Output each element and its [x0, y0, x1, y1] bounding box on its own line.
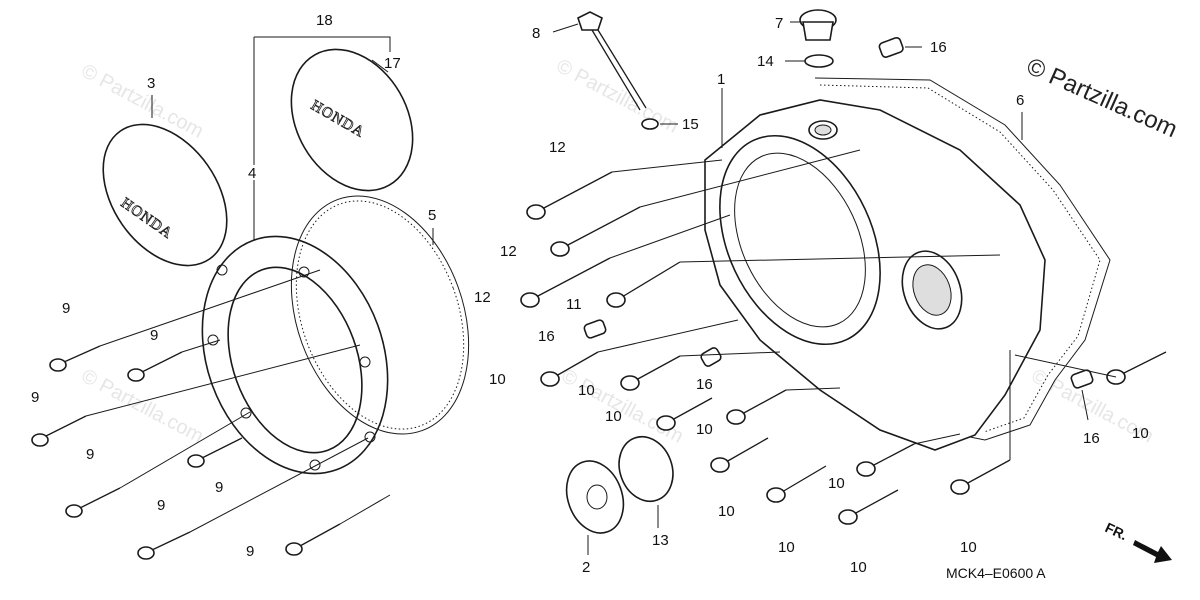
bolt-10	[710, 437, 769, 473]
callout-10: 10	[605, 408, 622, 425]
callout-9: 9	[150, 327, 158, 344]
dowels-16	[583, 36, 1094, 421]
callout-12: 12	[474, 289, 491, 306]
callout-2: 2	[582, 559, 590, 576]
bolt-10	[1106, 351, 1167, 385]
callout-8: 8	[532, 25, 540, 42]
callout-9: 9	[31, 389, 39, 406]
diagram-code: MCK4–E0600 A	[946, 565, 1046, 581]
fr-label: FR.	[1103, 519, 1130, 543]
callout-10: 10	[1132, 425, 1149, 442]
part-4-ring	[201, 235, 389, 475]
bolt	[31, 415, 87, 447]
watermark-faint: © Partzilla.com	[553, 55, 682, 138]
callout-10: 10	[718, 503, 735, 520]
bolt-10	[856, 443, 915, 477]
part-5-gasket	[290, 195, 470, 435]
bolt-12	[520, 257, 611, 308]
front-direction-arrow: FR.	[1103, 519, 1172, 563]
callout-17: 17	[384, 55, 401, 72]
bolt-10	[726, 389, 787, 425]
callout-6: 6	[1016, 92, 1024, 109]
bolt-10	[950, 459, 1011, 495]
bolt-10	[656, 397, 713, 431]
bolts-right	[520, 149, 1167, 525]
callout-13: 13	[652, 532, 669, 549]
callout-1: 1	[717, 71, 725, 88]
callout-10: 10	[489, 371, 506, 388]
callout-9: 9	[215, 479, 223, 496]
callout-12: 12	[500, 243, 517, 260]
bolt	[49, 345, 101, 372]
callout-16: 16	[538, 328, 555, 345]
callout-5: 5	[428, 207, 436, 224]
bolt-12	[550, 206, 641, 257]
callout-12: 12	[549, 139, 566, 156]
callout-9: 9	[62, 300, 70, 317]
bolt	[285, 523, 341, 556]
bolt-10	[766, 465, 827, 503]
callout-10: 10	[850, 559, 867, 576]
callout-9: 9	[157, 497, 165, 514]
callout-16: 16	[930, 39, 947, 56]
callout-11: 11	[566, 296, 582, 313]
callouts: 18 17 3 4 5 9 9 9 9 9 9 9 8 7 14 16 6 1 …	[31, 12, 1149, 576]
callout-4: 4	[248, 165, 256, 182]
bracket-18	[253, 36, 391, 165]
part-7-cap	[790, 9, 837, 41]
part-2-plug	[565, 460, 625, 555]
part-13-oring	[618, 435, 674, 528]
callout-16: 16	[1083, 430, 1100, 447]
callout-16: 16	[696, 376, 713, 393]
part-6-gasket	[814, 77, 1111, 441]
callout-10: 10	[778, 539, 795, 556]
part-14-oring	[785, 54, 834, 68]
callout-10: 10	[960, 539, 977, 556]
bolt-10	[540, 351, 599, 387]
part-15-oring	[641, 118, 678, 130]
callout-10: 10	[696, 421, 713, 438]
bolt	[137, 531, 191, 560]
callout-7: 7	[775, 15, 783, 32]
bolt-12	[526, 171, 613, 220]
callout-10: 10	[828, 475, 845, 492]
bolt	[187, 437, 243, 468]
watermark-faint: © Partzilla.com	[558, 365, 687, 448]
bolts-9	[31, 269, 391, 560]
callout-10: 10	[578, 382, 595, 399]
part-8-dipstick	[552, 11, 647, 111]
callout-18: 18	[316, 12, 333, 29]
callout-9: 9	[86, 446, 94, 463]
watermark-main: © Partzilla.com	[1023, 53, 1182, 143]
callout-14: 14	[757, 53, 774, 70]
bolt	[65, 487, 121, 518]
part-17-cap: HONDA	[290, 48, 414, 192]
callout-15: 15	[682, 116, 699, 133]
bolt-11	[606, 261, 681, 308]
bolt-10	[620, 355, 681, 391]
bolt-10	[838, 489, 899, 525]
callout-9: 9	[246, 543, 254, 560]
callout-3: 3	[147, 75, 155, 92]
bolt	[127, 351, 183, 382]
part-1-cover	[704, 88, 1046, 451]
